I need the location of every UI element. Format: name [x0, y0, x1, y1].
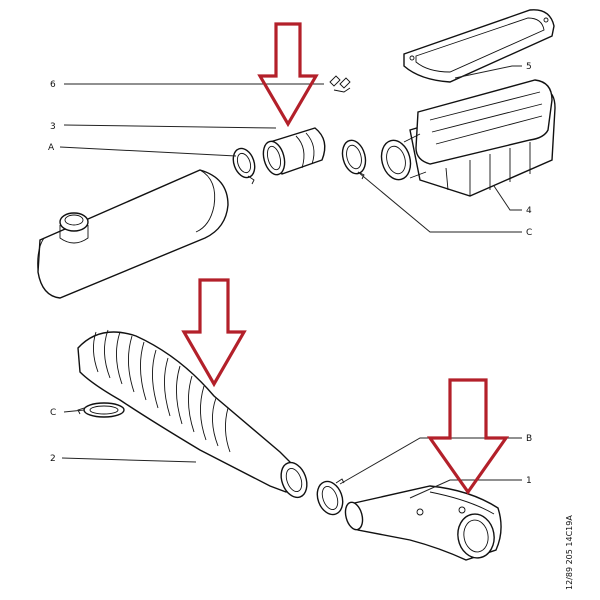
- callout-c-left: C: [50, 408, 56, 418]
- clamp-c-left: [77, 402, 125, 418]
- callout-6: 6: [50, 80, 56, 90]
- leader-lines: [59, 65, 522, 499]
- sleeve-3: [262, 127, 326, 176]
- air-filter-housing-4: [380, 79, 556, 197]
- clamp-c-top: [341, 139, 367, 180]
- callout-b: B: [526, 434, 532, 444]
- filter-seal-5: [403, 9, 555, 83]
- arrow-top-center: [257, 22, 319, 128]
- callout-3: 3: [50, 122, 56, 132]
- clip-6: [329, 75, 351, 93]
- callout-4: 4: [526, 206, 532, 216]
- clamp-a: [232, 147, 256, 185]
- arrow-middle-left: [181, 278, 247, 388]
- corrugated-hose-2: [77, 329, 308, 499]
- clamp-b: [316, 478, 345, 516]
- callout-a: A: [48, 143, 55, 153]
- reference-code: 12/89 205 14C19A: [565, 515, 574, 590]
- arrow-lower-right: [426, 378, 510, 495]
- callout-5: 5: [526, 62, 532, 72]
- callout-c-top: C: [526, 228, 532, 238]
- air-intake-1: [344, 485, 502, 561]
- callout-2: 2: [50, 454, 56, 464]
- silencer-body: [37, 169, 229, 299]
- callout-1: 1: [526, 476, 532, 486]
